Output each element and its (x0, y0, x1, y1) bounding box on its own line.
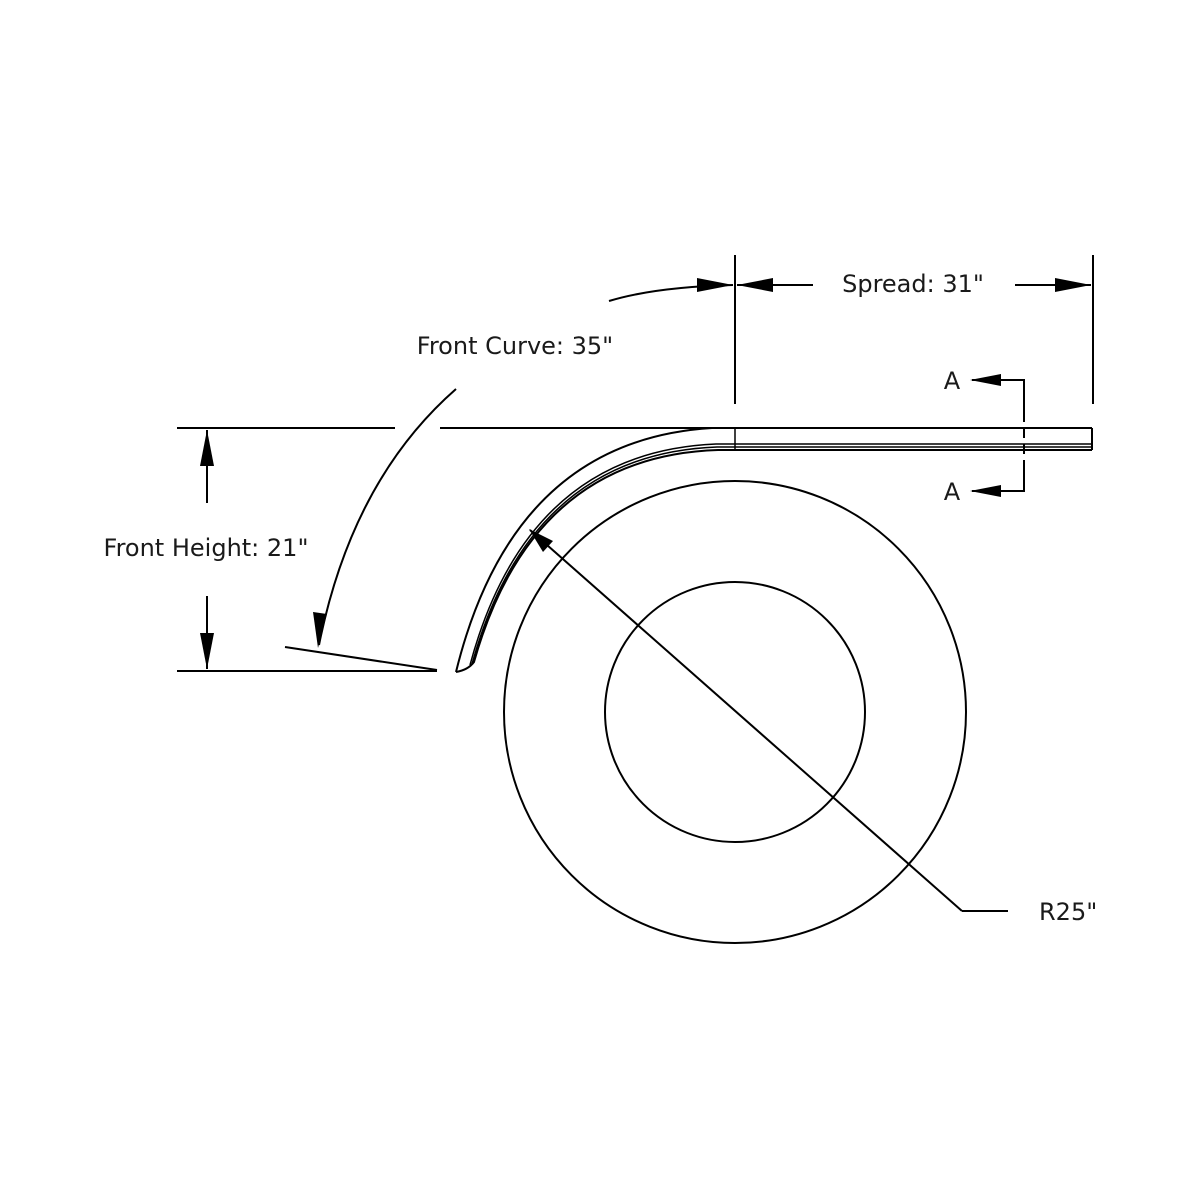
section-arrowhead-bottom (970, 485, 1001, 497)
section-label-top: A (944, 367, 961, 395)
front-curve-arc (318, 388, 457, 646)
radius-dimension: R25" (529, 529, 1097, 926)
front-curve-end-tangent (284, 646, 438, 671)
fender-lip-line-2 (471, 446, 1092, 665)
radius-label: R25" (1039, 898, 1097, 926)
fender-lip-line-1 (469, 443, 1092, 666)
front-height-arrowhead-top (200, 430, 214, 466)
front-curve-arrowhead-bottom (313, 612, 327, 648)
section-label-bottom: A (944, 478, 961, 506)
tire-outer-circle (503, 480, 967, 944)
front-height-label: Front Height: 21" (104, 534, 309, 562)
front-height-arrowhead-bottom (200, 633, 214, 669)
fender-profile (455, 427, 1093, 673)
radius-arrowhead (529, 529, 553, 552)
rim-inner-circle (604, 581, 866, 843)
spread-dimension: Spread: 31" (734, 255, 1094, 404)
spread-arrowhead-right (1055, 278, 1091, 292)
section-arrowhead-top (970, 374, 1001, 386)
fender-outer-edge (455, 427, 1092, 673)
front-curve-arrowhead-top (697, 278, 733, 292)
front-height-dimension: Front Height: 21" (104, 427, 712, 672)
front-curve-dimension: Front Curve: 35" (284, 278, 734, 671)
section-marker: A A (944, 367, 1025, 506)
wheel (503, 480, 967, 944)
fender-inner-edge (455, 449, 1092, 673)
spread-label: Spread: 31" (842, 270, 984, 298)
spread-arrowhead-left (737, 278, 773, 292)
radius-leader-diagonal (529, 529, 963, 912)
front-curve-label: Front Curve: 35" (417, 332, 613, 360)
